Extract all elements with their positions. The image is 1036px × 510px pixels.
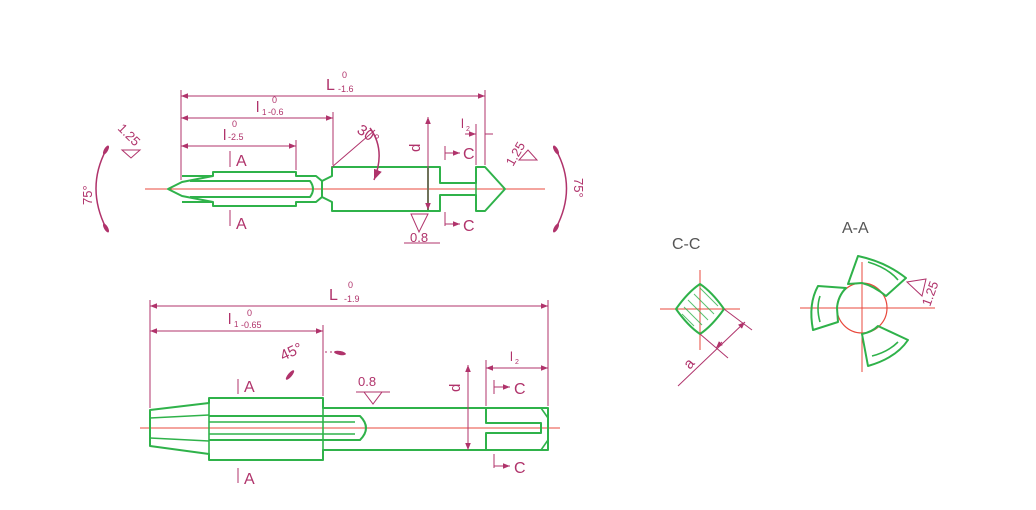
bottom-shank	[485, 408, 542, 450]
top-l1-tol-upper: 0	[272, 95, 277, 105]
bottom-view: L 0 -1.9 l 1 0 -0.65 45° 0.8 d l 2 C C	[140, 280, 560, 488]
top-L-tol-upper: 0	[342, 70, 347, 80]
top-section-a-upper: A	[236, 153, 247, 170]
top-section-c-upper: C	[463, 146, 475, 163]
bottom-l1-label: l	[228, 311, 231, 328]
bottom-l2-label: l	[510, 349, 513, 364]
section-aa: A-A 1.25	[800, 220, 941, 372]
top-l2-sub: 2	[466, 126, 470, 133]
section-aa-title: A-A	[842, 220, 869, 237]
top-threaded-body	[182, 171, 323, 207]
top-l1-sub: 1	[262, 108, 267, 117]
bottom-l2-sub: 2	[515, 359, 519, 366]
top-roughness-left	[120, 149, 142, 159]
top-roughness-right	[517, 149, 539, 161]
top-roughness-bottom	[410, 213, 429, 234]
bottom-l1-tol-lower: -0.65	[241, 320, 262, 330]
section-aa-land-left	[810, 285, 847, 331]
bottom-l1-sub: 1	[234, 320, 239, 329]
bottom-L-tol-lower: -1.9	[344, 294, 360, 304]
top-l1-label: l	[256, 99, 259, 116]
bottom-roughness	[363, 391, 383, 405]
top-L-label: L	[326, 77, 335, 94]
top-l1-tol-lower: -0.6	[268, 107, 284, 117]
bottom-angle-45: 45°	[278, 340, 306, 365]
section-cc-a-label: a	[680, 355, 699, 373]
section-aa-land-top	[847, 255, 907, 297]
top-shank	[428, 166, 506, 212]
top-d-label: d	[407, 144, 424, 152]
top-flute	[190, 180, 314, 198]
section-cc-title: C-C	[672, 236, 700, 253]
bottom-section-a-upper: A	[244, 379, 255, 396]
top-section-a-lower: A	[236, 216, 247, 233]
top-roughness-bottom-value: 0.8	[410, 230, 428, 245]
top-l-label: l	[223, 127, 226, 144]
section-aa-roughness	[905, 278, 927, 297]
bottom-section-a-lower: A	[244, 471, 255, 488]
top-L-tol-lower: -1.6	[338, 84, 354, 94]
bottom-roughness-value: 0.8	[358, 374, 376, 389]
section-cc: C-C a	[660, 236, 753, 387]
top-l-tol-lower: -2.5	[228, 132, 244, 142]
top-angle-75-right: 75°	[571, 178, 586, 198]
top-angle-75-right-arc	[555, 149, 568, 229]
section-aa-land-bottom	[861, 325, 909, 367]
bottom-l1-tol-upper: 0	[247, 308, 252, 318]
top-angle-75-left: 75°	[80, 185, 95, 205]
top-angle-75-left-arc	[95, 149, 107, 229]
bottom-L-label: L	[329, 287, 338, 304]
bottom-L-tol-upper: 0	[348, 280, 353, 290]
top-view: L 0 -1.6 l 1 0 -0.6 l 0 -2.5 30° d l 2 C	[80, 70, 586, 245]
bottom-flute	[209, 415, 367, 441]
top-l2-label: l	[461, 116, 464, 131]
top-section-c-lower: C	[463, 218, 475, 235]
bottom-section-c-lower: C	[514, 460, 526, 477]
bottom-section-c-upper: C	[514, 381, 526, 398]
top-l-tol-upper: 0	[232, 119, 237, 129]
top-roughness-left-value: 1.25	[115, 121, 144, 150]
section-aa-roughness-value: 1.25	[919, 279, 942, 308]
bottom-d-label: d	[447, 384, 464, 392]
